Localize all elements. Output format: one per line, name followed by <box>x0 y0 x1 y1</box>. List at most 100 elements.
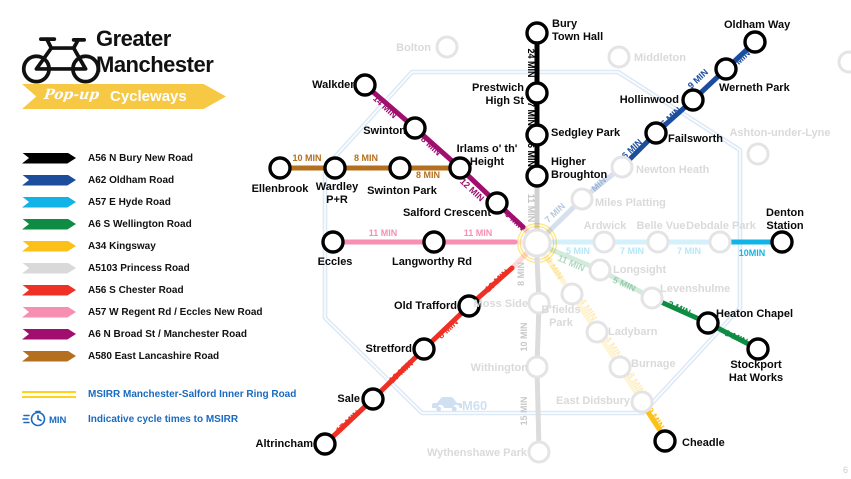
legend-label: A580 East Lancashire Road <box>88 350 220 362</box>
station-marker <box>653 429 677 453</box>
station-label: Stretford <box>366 343 412 355</box>
legend-label: A57 W Regent Rd / Eccles New Road <box>88 306 263 318</box>
station-label: Failsworth <box>668 133 723 145</box>
legend-times-row: MIN Indicative cycle times to MSIRR <box>22 410 238 428</box>
time-label: 8 MIN <box>354 153 378 163</box>
station-label-faded: Ladybarn <box>608 326 658 338</box>
legend-label: A5103 Princess Road <box>88 262 190 274</box>
legend-row: A6 N Broad St / Manchester Road <box>22 323 272 345</box>
clock-icon: MIN <box>22 410 67 427</box>
station-marker-faded <box>560 282 584 306</box>
station-label: Hollinwood <box>620 94 679 106</box>
station-markers <box>268 21 851 464</box>
station-label: P+R <box>326 194 348 206</box>
legend-row: A56 N Bury New Road <box>22 147 272 169</box>
station-marker-faded <box>837 50 851 74</box>
line-segment <box>534 364 542 452</box>
station-label: Town Hall <box>552 31 603 43</box>
legend-row: A580 East Lancashire Road <box>22 345 272 367</box>
station-marker-faded <box>708 230 732 254</box>
station-label: Prestwich <box>472 82 524 94</box>
station-label: Hat Works <box>729 372 783 384</box>
station-label: Station <box>766 220 804 232</box>
legend-swatch <box>22 328 76 340</box>
min-unit-label: MIN <box>49 415 67 426</box>
station-label-faded: Newton Heath <box>636 164 710 176</box>
time-label: 7 MIN <box>543 201 567 225</box>
station-marker-faded <box>527 291 551 315</box>
bicycle-icon <box>21 37 101 84</box>
station-label-faded: Longsight <box>613 264 666 276</box>
legend-row: A57 W Regent Rd / Eccles New Road <box>22 301 272 323</box>
station-marker <box>525 21 549 45</box>
station-label-faded: B'fields <box>541 304 580 316</box>
station-label-faded: Ashton-under-Lyne <box>729 127 830 139</box>
station-label-faded: Park <box>549 317 574 329</box>
station-label: Height <box>470 156 505 168</box>
legend-label: A34 Kingsway <box>88 240 156 252</box>
station-marker <box>323 156 347 180</box>
station-marker-faded <box>640 286 664 310</box>
station-label: Swinton Park <box>367 185 438 197</box>
legend-label: A56 S Chester Road <box>88 284 184 296</box>
station-label-faded: Debdale Park <box>686 220 757 232</box>
station-marker <box>313 432 337 456</box>
station-marker-faded <box>646 230 670 254</box>
time-label: 5 MIN <box>566 246 590 256</box>
station-marker <box>321 230 345 254</box>
station-label-faded: Levenshulme <box>660 283 730 295</box>
time-label: 7 MIN <box>526 102 536 126</box>
station-marker-faded <box>570 187 594 211</box>
time-label: 24 MIN <box>526 48 536 77</box>
time-label: 10 MIN <box>519 322 529 351</box>
station-marker <box>268 156 292 180</box>
time-label: 11 MIN <box>464 228 493 238</box>
station-label: Old Trafford <box>394 300 457 312</box>
station-label: Sale <box>337 393 360 405</box>
station-marker-faded <box>435 35 459 59</box>
station-marker <box>525 164 549 188</box>
station-marker-faded <box>588 258 612 282</box>
time-label: 10 MIN <box>387 358 415 385</box>
station-label: Langworthy Rd <box>392 256 472 268</box>
legend-swatch <box>22 174 76 186</box>
legend-swatch <box>22 306 76 318</box>
station-label-faded: East Didsbury <box>556 395 631 407</box>
cycleways-banner: Pop-up Cycleways <box>22 84 226 109</box>
station-marker <box>644 121 668 145</box>
station-marker <box>388 156 412 180</box>
legend-row: A5103 Princess Road <box>22 257 272 279</box>
station-marker-faded <box>608 355 632 379</box>
station-label: Stockport <box>730 359 782 371</box>
station-marker <box>743 30 767 54</box>
station-marker <box>412 337 436 361</box>
station-label-faded: Bolton <box>396 42 431 54</box>
station-label: Denton <box>766 207 804 219</box>
legend-row: A62 Oldham Road <box>22 169 272 191</box>
time-label: 9 MIN <box>723 328 749 347</box>
legend-swatch <box>22 240 76 252</box>
time-label: 7 MIN <box>620 246 644 256</box>
station-marker <box>403 116 427 140</box>
legend-msirr-row: MSIRR Manchester-Salford Inner Ring Road <box>22 389 296 400</box>
station-marker-faded <box>592 230 616 254</box>
time-label: 10 MIN <box>483 267 511 294</box>
legend-row: A57 E Hyde Road <box>22 191 272 213</box>
station-label-faded: Withington <box>471 362 529 374</box>
legend-label: A62 Oldham Road <box>88 174 175 186</box>
station-label: Wardley <box>316 181 359 193</box>
station-label-faded: Burnage <box>631 358 676 370</box>
time-label: 15 MIN <box>519 396 529 425</box>
line-segment <box>370 346 427 402</box>
station-marker-faded <box>585 320 609 344</box>
banner-popup-label: Pop-up <box>42 87 101 103</box>
station-label: Cheadle <box>682 437 725 449</box>
app-title: Greater Manchester <box>96 26 214 78</box>
time-label: 11 MIN <box>369 228 398 238</box>
legend-swatch <box>22 262 76 274</box>
station-label-faded: Belle Vue <box>636 220 685 232</box>
time-label: 6 MIN <box>526 143 536 167</box>
station-marker <box>457 294 481 318</box>
station-label: Oldham Way <box>724 19 791 31</box>
